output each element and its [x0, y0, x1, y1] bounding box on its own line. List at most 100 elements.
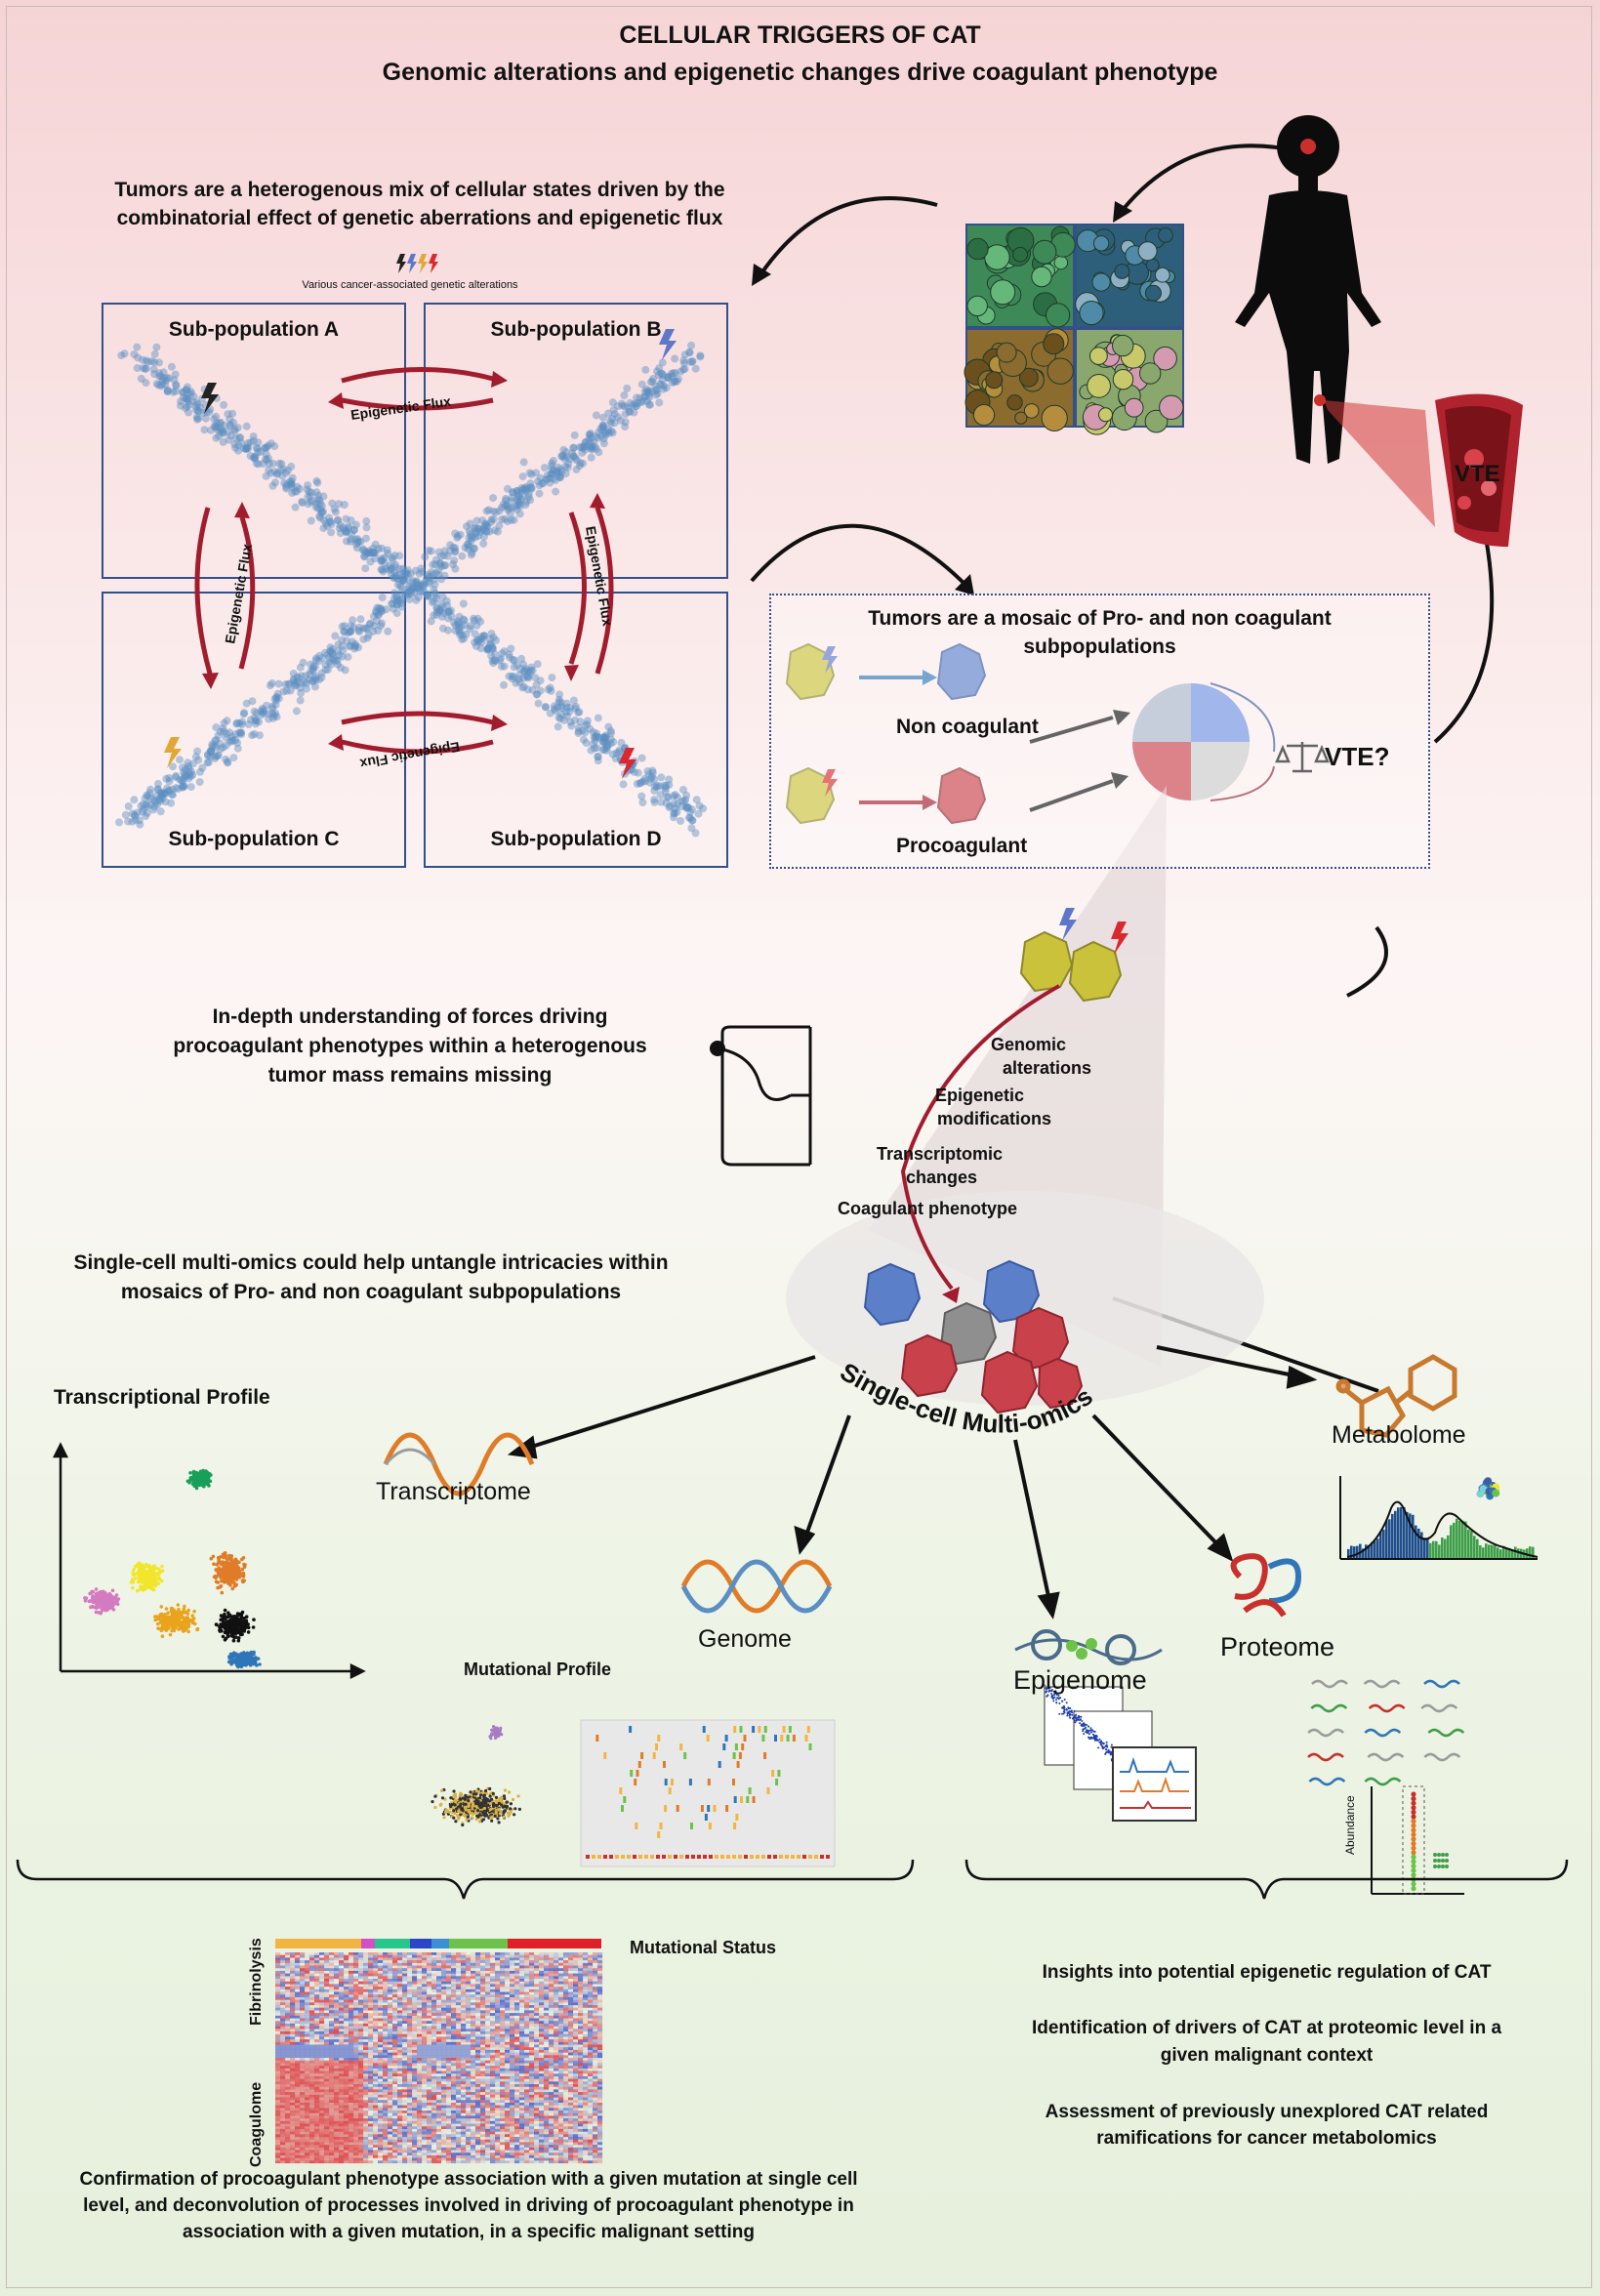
tsne-point	[172, 1628, 177, 1633]
scatter-point	[179, 389, 187, 397]
heatmap-cell	[505, 1960, 511, 1963]
scatter-point	[354, 626, 363, 635]
tsne-point	[252, 1618, 256, 1621]
heatmap-cell	[417, 1960, 423, 1963]
heatmap-cell	[524, 1973, 530, 1977]
tumor-cell	[1098, 407, 1113, 423]
scatter-point	[593, 729, 601, 738]
abundance-dot	[1411, 1859, 1416, 1865]
oncoprint-mark	[707, 1779, 711, 1785]
heatmap-cell	[524, 1954, 530, 1958]
scatter-point	[419, 580, 427, 589]
heatmap-cell	[285, 1952, 291, 1955]
heatmap-cell	[431, 1954, 437, 1958]
heatmap-cell	[334, 1979, 339, 1982]
mutation-point	[488, 1786, 492, 1791]
tsne-point	[143, 1586, 147, 1591]
heatmap-cell	[353, 1957, 359, 1961]
heatmap-cell	[461, 1968, 467, 1971]
heatmap-cell	[490, 1974, 495, 1977]
tsne-point	[114, 1597, 119, 1602]
heatmap-cell	[407, 1976, 413, 1980]
heatmap-cell	[534, 1973, 540, 1977]
scatter-point	[458, 552, 467, 560]
scatter-point	[214, 731, 223, 740]
heatmap-cell	[305, 1984, 310, 1988]
scatter-point	[478, 525, 487, 534]
heatmap-cell	[471, 1976, 476, 1980]
heatmap-cell	[558, 1981, 564, 1985]
scatter-point	[517, 654, 526, 663]
heatmap-cell	[417, 1952, 423, 1955]
heatmap-cell	[353, 1954, 359, 1958]
scatter-point	[556, 715, 564, 723]
scatter-point	[392, 609, 401, 618]
heatmap-cell	[329, 1979, 335, 1982]
contact-dot	[1082, 1722, 1085, 1725]
contact-dot	[1082, 1730, 1085, 1733]
heatmap-cell	[593, 1968, 598, 1971]
scatter-point	[618, 399, 626, 408]
scatter-point	[220, 727, 228, 736]
heatmap-cell	[309, 1979, 315, 1982]
heatmap-cell	[388, 1973, 393, 1977]
heatmap-cell	[353, 1984, 359, 1988]
heatmap-cell	[339, 1973, 345, 1977]
heatmap-cell	[353, 1965, 359, 1969]
contact-dot	[1052, 1700, 1055, 1702]
tsne-point	[219, 1583, 224, 1588]
heatmap-cell	[334, 1973, 340, 1977]
heatmap-cell	[597, 1957, 603, 1961]
scatter-point	[374, 627, 383, 635]
heatmap-cell	[314, 1968, 320, 1971]
heatmap-cell	[446, 1984, 451, 1987]
heatmap-cell	[392, 1965, 398, 1969]
scatter-point	[115, 818, 123, 827]
heatmap-cell	[485, 1968, 491, 1971]
heatmap-cell	[353, 1952, 359, 1955]
mutation-point	[456, 1814, 460, 1818]
contact-dot	[1105, 1741, 1108, 1743]
heatmap-cell	[314, 1979, 320, 1982]
heatmap-cell	[500, 1962, 506, 1966]
scatter-point	[489, 494, 498, 503]
heatmap-cell	[549, 1952, 554, 1955]
heatmap-cell	[319, 1955, 324, 1958]
tsne-point	[241, 1575, 246, 1578]
tumor-cell	[985, 371, 1004, 390]
heatmap-cell	[290, 1968, 296, 1971]
heatmap-cell	[436, 1976, 442, 1980]
heatmap-cell	[593, 1965, 598, 1969]
scatter-point	[397, 602, 406, 611]
oncoprint-mark	[786, 1735, 790, 1742]
tumor-cell	[1041, 404, 1068, 431]
heatmap-cell	[280, 1952, 285, 1955]
tsne-clusters	[83, 1468, 262, 1669]
scatter-point	[650, 782, 659, 791]
scatter-point	[304, 500, 312, 509]
tsne-point	[114, 1593, 119, 1597]
scatter-point	[377, 622, 385, 630]
heatmap-cell	[407, 1984, 413, 1988]
mutation-point	[495, 1726, 499, 1730]
scatter-point	[447, 606, 455, 615]
tsne-point	[153, 1615, 157, 1619]
mutation-point	[509, 1807, 513, 1811]
scatter-point	[679, 786, 687, 794]
oncoprint-mark	[633, 1855, 636, 1859]
scatter-point	[233, 739, 241, 747]
scatter-point	[317, 502, 326, 511]
heatmap-cell	[339, 1960, 345, 1963]
heatmap-cell	[319, 1984, 325, 1988]
heatmap-cell	[402, 1973, 408, 1977]
scatter-point	[536, 686, 545, 695]
scatter-point	[594, 753, 602, 760]
tsne-point	[131, 1571, 135, 1575]
spectrum-bar	[1376, 1538, 1379, 1558]
oncoprint-mark	[708, 1823, 712, 1829]
heatmap-cell	[388, 1968, 393, 1971]
contact-dot	[1096, 1739, 1099, 1742]
heatmap-cell	[309, 1973, 315, 1977]
scatter-point	[292, 680, 301, 689]
mutation-point	[508, 1790, 512, 1794]
